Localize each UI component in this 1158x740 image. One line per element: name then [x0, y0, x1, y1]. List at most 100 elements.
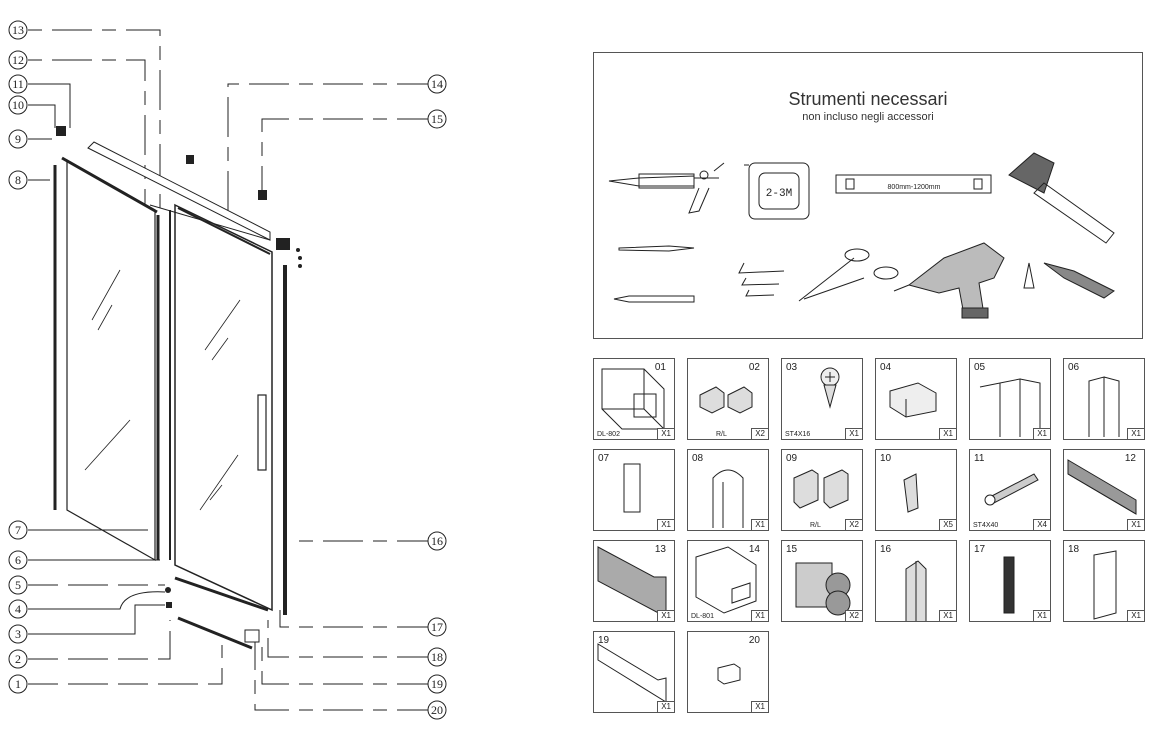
part-15-icon: [795, 562, 851, 616]
part-16-icon: [905, 560, 927, 621]
svg-text:12: 12: [12, 53, 24, 67]
part-06-icon: [1088, 376, 1120, 437]
callout-20: 20: [427, 700, 447, 720]
svg-text:18: 18: [431, 650, 443, 664]
part-17-icon: [1003, 556, 1015, 614]
svg-text:8: 8: [15, 173, 21, 187]
svg-text:14: 14: [431, 77, 443, 91]
part-number: 16: [880, 544, 892, 555]
part-11-icon: [984, 473, 1039, 506]
callout-16: 16: [427, 531, 447, 551]
allen-keys-icon: [738, 262, 785, 297]
part-number: 13: [654, 544, 666, 555]
top-rail-14: [87, 141, 271, 241]
svg-text:10: 10: [12, 98, 24, 112]
part-number: 03: [786, 362, 798, 373]
part-number: 17: [974, 544, 986, 555]
power-drill-icon: [893, 242, 1005, 319]
part-20-icon: [717, 663, 741, 685]
callout-10: 10: [8, 95, 28, 115]
spirit-level-icon: 800mm-1200mm: [835, 174, 992, 194]
part-number: 18: [1068, 544, 1080, 555]
scissors-icon: [798, 248, 899, 302]
part-code: DL-802: [597, 431, 620, 438]
callout-4: 4: [8, 599, 28, 619]
part-14-icon: [695, 546, 757, 614]
tools-title: Strumenti necessari: [788, 89, 948, 109]
part-quantity: X1: [751, 610, 768, 621]
drill-bit-icon: [618, 245, 695, 252]
hammer-icon: [1008, 152, 1115, 244]
part-13-icon: [597, 546, 667, 618]
part-12-icon: [1067, 459, 1137, 515]
callout-12: 12: [8, 50, 28, 70]
part-number: 20: [748, 635, 760, 646]
svg-text:3: 3: [15, 627, 21, 641]
callout-11: 11: [8, 74, 28, 94]
part-quantity: X2: [845, 610, 862, 621]
svg-text:6: 6: [15, 553, 21, 567]
part-number: 15: [786, 544, 798, 555]
part-04-icon: [889, 382, 937, 418]
part-number: 08: [692, 453, 704, 464]
part-quantity: X1: [657, 701, 674, 712]
part-10-icon: [903, 473, 919, 513]
callout-13: 13: [8, 20, 28, 40]
part-number: 04: [880, 362, 892, 373]
callout-17: 17: [427, 617, 447, 637]
svg-text:5: 5: [15, 578, 21, 592]
part-code: ST4X16: [785, 431, 811, 438]
part-quantity: X1: [657, 519, 674, 530]
part-number: 05: [974, 362, 986, 373]
sliding-glass-door: [174, 203, 273, 612]
svg-text:4: 4: [15, 602, 21, 616]
tape-label: 2-3M: [766, 188, 792, 200]
callout-8: 8: [8, 170, 28, 190]
caulk-gun-icon: [608, 162, 725, 214]
seal-profiles: [156, 210, 171, 560]
callout-19: 19: [427, 674, 447, 694]
screwdriver-icon: [1023, 262, 1115, 299]
fixed-glass-panel: [61, 156, 158, 562]
part-02-icon: [699, 386, 753, 414]
svg-text:2: 2: [15, 652, 21, 666]
callout-7: 7: [8, 520, 28, 540]
part-number: 07: [598, 453, 610, 464]
part-quantity: X1: [845, 428, 862, 439]
part-number: 10: [880, 453, 892, 464]
part-09-icon: [793, 469, 849, 509]
part-quantity: X5: [939, 519, 956, 530]
part-quantity: X1: [751, 519, 768, 530]
callout-6: 6: [8, 550, 28, 570]
tape-measure-icon: 2-3M: [744, 162, 810, 220]
part-quantity: X1: [1033, 610, 1050, 621]
part-quantity: X1: [657, 428, 674, 439]
part-05-icon: [979, 378, 1041, 437]
part-quantity: X1: [1127, 519, 1144, 530]
svg-text:1: 1: [15, 677, 21, 691]
part-number: 01: [654, 362, 666, 373]
callout-1: 1: [8, 674, 28, 694]
part-number: 06: [1068, 362, 1080, 373]
part-number: 09: [786, 453, 798, 464]
level-label: 800mm-1200mm: [888, 184, 941, 191]
tools-subtitle: non incluso negli accessori: [802, 111, 934, 123]
pencil-icon: [613, 295, 695, 303]
leader-lines: [28, 29, 437, 711]
callout-15: 15: [427, 109, 447, 129]
